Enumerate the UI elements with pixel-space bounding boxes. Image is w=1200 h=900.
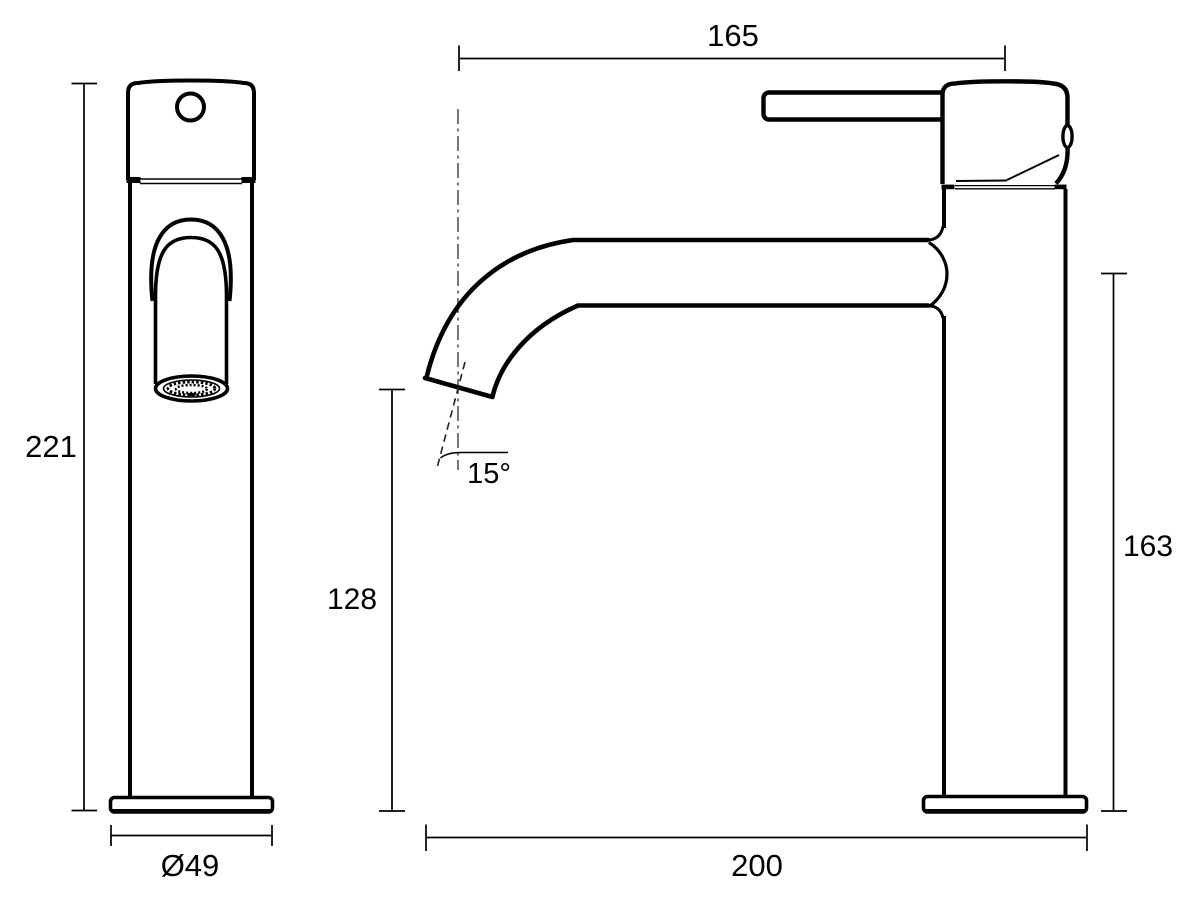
side-junction-fillet-top bbox=[927, 226, 945, 242]
side-head-screw bbox=[1061, 123, 1074, 150]
side-junction-fillet-bottom bbox=[927, 304, 945, 319]
angle-annotation: 15° bbox=[436, 361, 511, 490]
front-head-hole bbox=[175, 91, 206, 123]
dim-spout-top-height: 163 bbox=[1101, 272, 1173, 812]
side-junction-crescent bbox=[928, 241, 949, 308]
aerator-center-mark bbox=[187, 392, 196, 397]
front-spout-tube bbox=[153, 235, 229, 384]
dim-label-200: 200 bbox=[731, 848, 783, 883]
dim-label-163: 163 bbox=[1123, 530, 1173, 563]
front-head-outline bbox=[126, 78, 256, 180]
dim-spout-reach: 165 bbox=[458, 18, 1006, 71]
side-head-chamfer-edge bbox=[1006, 154, 1060, 181]
front-seam-mark-right bbox=[241, 177, 256, 183]
dim-label-128: 128 bbox=[327, 583, 377, 616]
angle-dashed-line bbox=[436, 361, 466, 469]
aerator-inner-ring bbox=[162, 379, 221, 398]
angle-reference-line bbox=[439, 451, 508, 459]
dim-label-221: 221 bbox=[25, 429, 77, 464]
front-aerator bbox=[153, 374, 230, 403]
dim-base-depth: 200 bbox=[425, 824, 1088, 883]
side-head-bottom-edge bbox=[955, 179, 1008, 182]
front-view: 221 Ø49 bbox=[25, 78, 275, 883]
side-seam-mark-right bbox=[1054, 184, 1067, 190]
side-handle-lever bbox=[761, 90, 956, 122]
side-spout-top-edge bbox=[424, 237, 929, 379]
dim-label-15deg: 15° bbox=[467, 458, 511, 490]
dim-base-diameter: Ø49 bbox=[110, 825, 273, 883]
dim-label-049: Ø49 bbox=[161, 848, 220, 883]
front-spout-outer-arch bbox=[149, 217, 233, 302]
side-view: 165 15° 128 163 200 bbox=[327, 18, 1173, 883]
aerator-mesh-outer bbox=[166, 380, 217, 397]
dim-outlet-height: 128 bbox=[327, 388, 405, 812]
side-seam-mark-left bbox=[941, 184, 955, 190]
dim-label-165: 165 bbox=[707, 18, 759, 53]
front-seam-mark-left bbox=[126, 177, 141, 183]
side-head-outline bbox=[940, 79, 1070, 186]
dim-overall-height: 221 bbox=[25, 82, 97, 812]
side-spout-bottom-edge bbox=[490, 303, 929, 398]
